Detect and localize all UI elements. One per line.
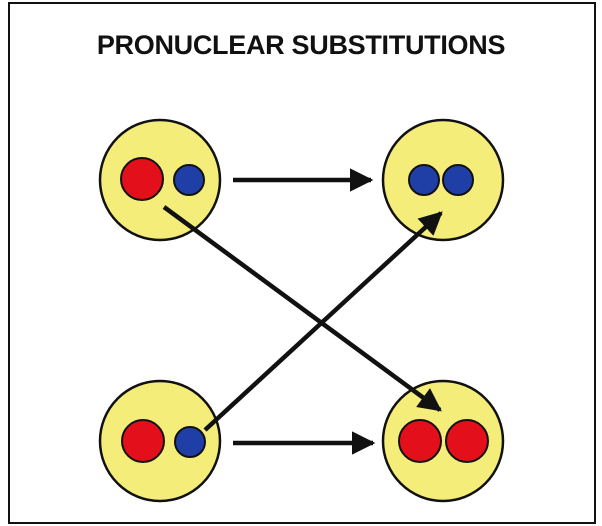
cell-top-right [381,118,505,242]
maternal-pronucleus [120,157,164,201]
paternal-pronucleus [174,426,206,458]
arrow-bottom-left-to-top-right [203,211,443,432]
diagram-title: PRONUCLEAR SUBSTITUTIONS [96,30,506,60]
maternal-pronucleus [121,419,165,463]
paternal-pronucleus [408,164,440,196]
paternal-pronucleus [442,164,474,196]
maternal-pronucleus [398,419,442,463]
cell-top-left [98,118,222,242]
cell-bottom-right [381,379,505,503]
paternal-pronucleus [173,164,205,196]
arrow-top-left-to-bottom-right [162,205,442,412]
maternal-pronucleus [445,419,489,463]
cell-body [381,379,505,503]
cell-bottom-left [98,379,222,503]
